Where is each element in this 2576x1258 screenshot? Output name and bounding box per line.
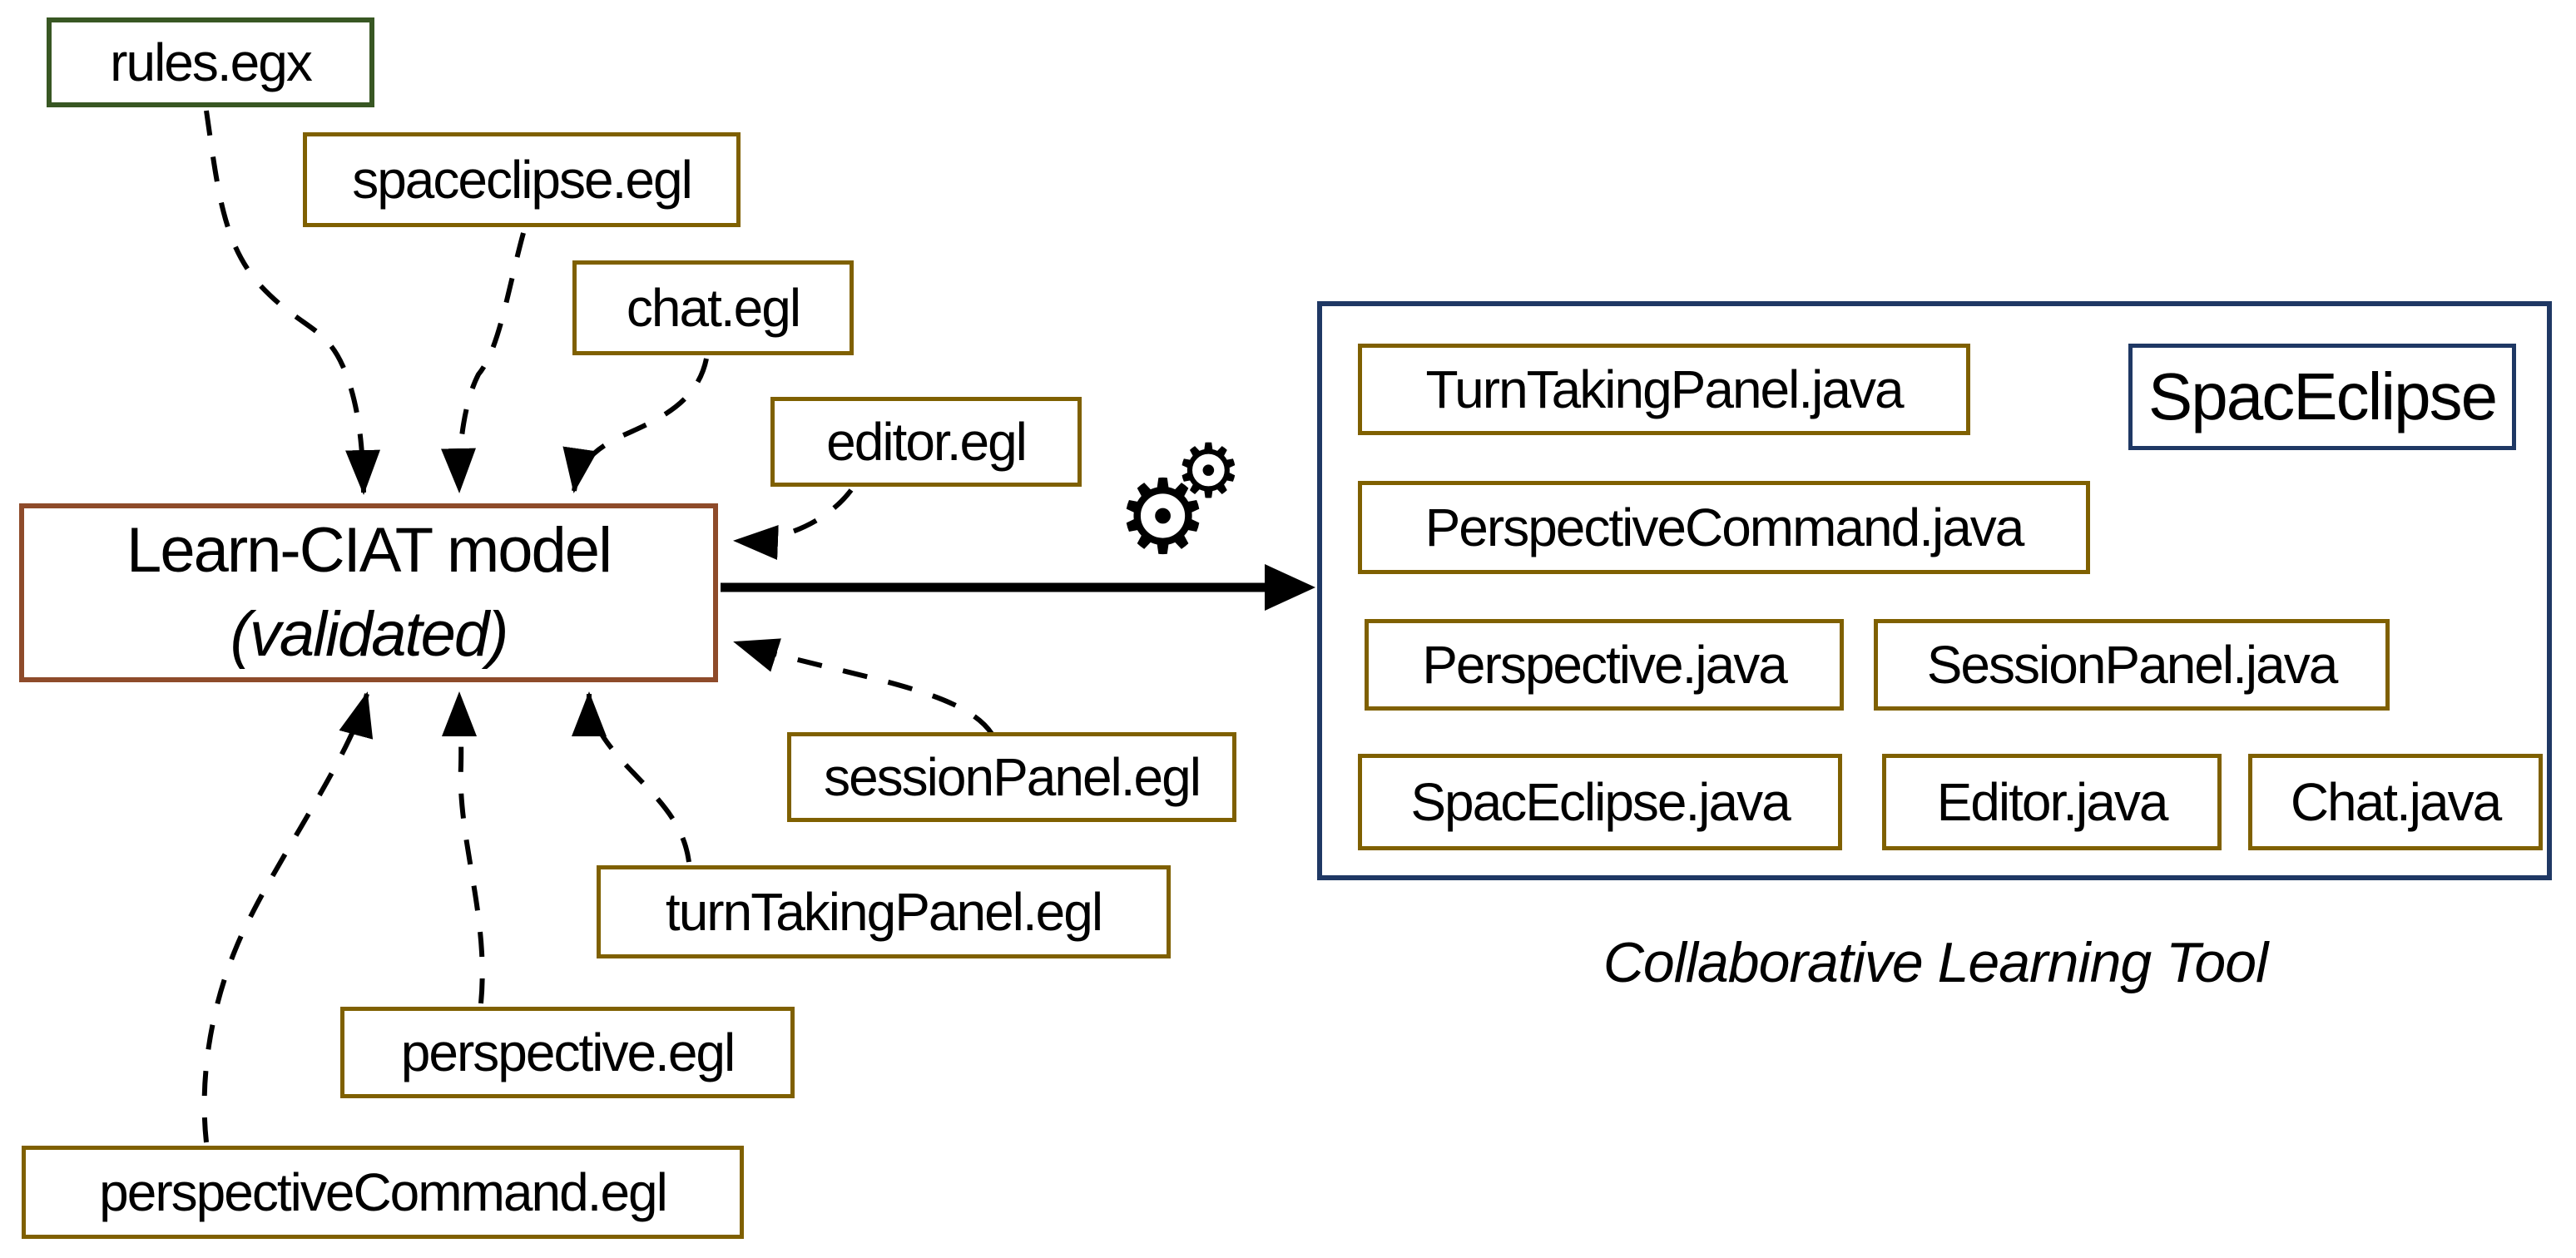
java-box-label: TurnTakingPanel.java: [1425, 359, 1904, 419]
dashed-arrow-turntakingpanel-to-model: [571, 691, 691, 863]
dashed-arrow-sessionpanel-to-model: [733, 638, 994, 735]
file-box-label: chat.egl: [626, 278, 801, 338]
file-box-label: perspective.egl: [400, 1023, 736, 1082]
file-box-spaceclipse-egl: spaceclipse.egl: [303, 132, 741, 227]
dashed-arrow-rules-to-model: [204, 110, 381, 495]
java-box-label: Perspective.java: [1422, 635, 1788, 695]
file-box-label: editor.egl: [826, 412, 1028, 472]
gear-icon-large: ⚙: [1117, 458, 1210, 577]
file-box-label: sessionPanel.egl: [824, 747, 1201, 807]
java-box-label: PerspectiveCommand.java: [1424, 498, 2025, 557]
file-box-sessionpanel-egl: sessionPanel.egl: [787, 732, 1236, 822]
file-box-perspective-egl: perspective.egl: [340, 1007, 795, 1098]
gear-icon-small: ⚙: [1175, 428, 1242, 515]
file-box-editor-egl: editor.egl: [770, 397, 1082, 487]
file-box-perspectivecommand-egl: perspectiveCommand.egl: [22, 1146, 744, 1239]
java-box-label: SessionPanel.java: [1926, 635, 2339, 695]
dashed-arrow-spaceclipse-to-model: [440, 232, 526, 493]
product-label: SpacEclipse: [2147, 359, 2498, 433]
java-box-label: Chat.java: [2290, 772, 2502, 832]
transform-arrow-head: [1265, 564, 1315, 611]
java-box-perspective: Perspective.java: [1365, 619, 1844, 711]
java-box-label: SpacEclipse.java: [1410, 772, 1791, 832]
java-box-editor: Editor.java: [1882, 754, 2222, 850]
caption-collaborative-learning-tool: Collaborative Learning Tool: [1603, 931, 2268, 994]
dashed-arrow-perspectivecommand-to-model: [201, 691, 374, 1143]
product-box-spaceclipse: SpacEclipse: [2128, 344, 2516, 450]
java-box-chat: Chat.java: [2248, 754, 2543, 850]
file-box-label: turnTakingPanel.egl: [665, 882, 1103, 942]
dashed-arrow-perspective-to-model: [442, 691, 485, 1004]
model-subtitle: (validated): [230, 598, 509, 670]
dashed-arrow-chat-to-model: [562, 358, 709, 493]
java-box-turntakingpanel: TurnTakingPanel.java: [1358, 344, 1970, 435]
file-box-chat-egl: chat.egl: [572, 260, 854, 355]
java-box-spaceclipse: SpacEclipse.java: [1358, 754, 1842, 850]
java-box-sessionpanel: SessionPanel.java: [1874, 619, 2390, 711]
file-box-turntakingpanel-egl: turnTakingPanel.egl: [597, 865, 1171, 958]
file-box-rules-egx: rules.egx: [47, 17, 374, 107]
model-title: Learn-CIAT model: [126, 515, 612, 587]
java-box-label: Editor.java: [1936, 772, 2169, 832]
dashed-arrow-editor-to-model: [733, 488, 854, 560]
java-box-perspectivecommand: PerspectiveCommand.java: [1358, 481, 2090, 574]
file-box-label: perspectiveCommand.egl: [99, 1162, 668, 1222]
file-box-label: rules.egx: [110, 32, 313, 92]
file-box-label: spaceclipse.egl: [352, 150, 693, 210]
model-box: Learn-CIAT model (validated): [19, 503, 718, 682]
